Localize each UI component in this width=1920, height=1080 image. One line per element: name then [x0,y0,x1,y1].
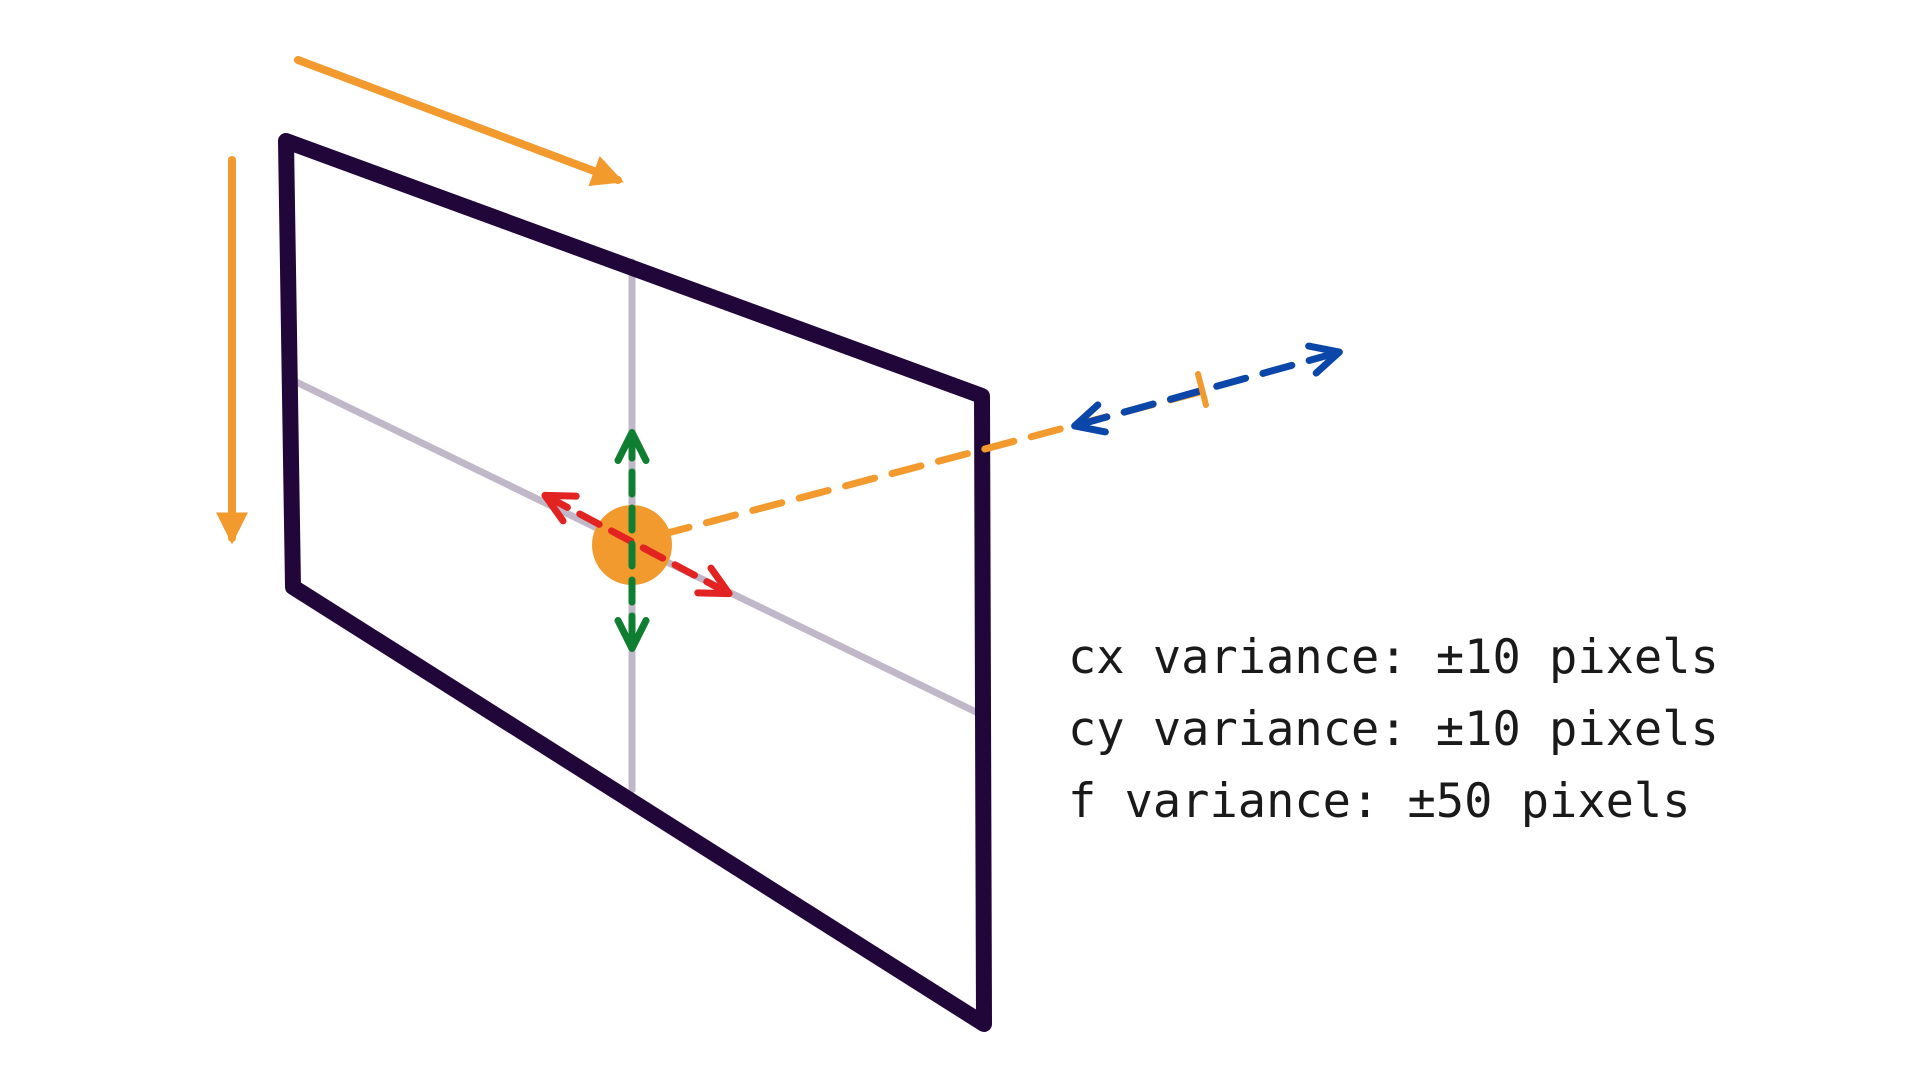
variance-annotations: cx variance: ±10 pixels cy variance: ±10… [1068,622,1908,838]
f-variance-label: f variance: ±50 pixels [1068,774,1691,829]
u-axis-arrow-icon [294,56,624,186]
cy-variance-label: cy variance: ±10 pixels [1068,702,1719,757]
focal-length-tick [1195,371,1209,408]
cx-variance-label: cx variance: ±10 pixels [1068,630,1719,685]
optical-axis-line [656,388,1204,539]
image-plane-frame [278,133,992,1032]
focal-variance-arrow-icon [1071,342,1343,436]
cx-variance-arrow-icon [541,491,733,598]
